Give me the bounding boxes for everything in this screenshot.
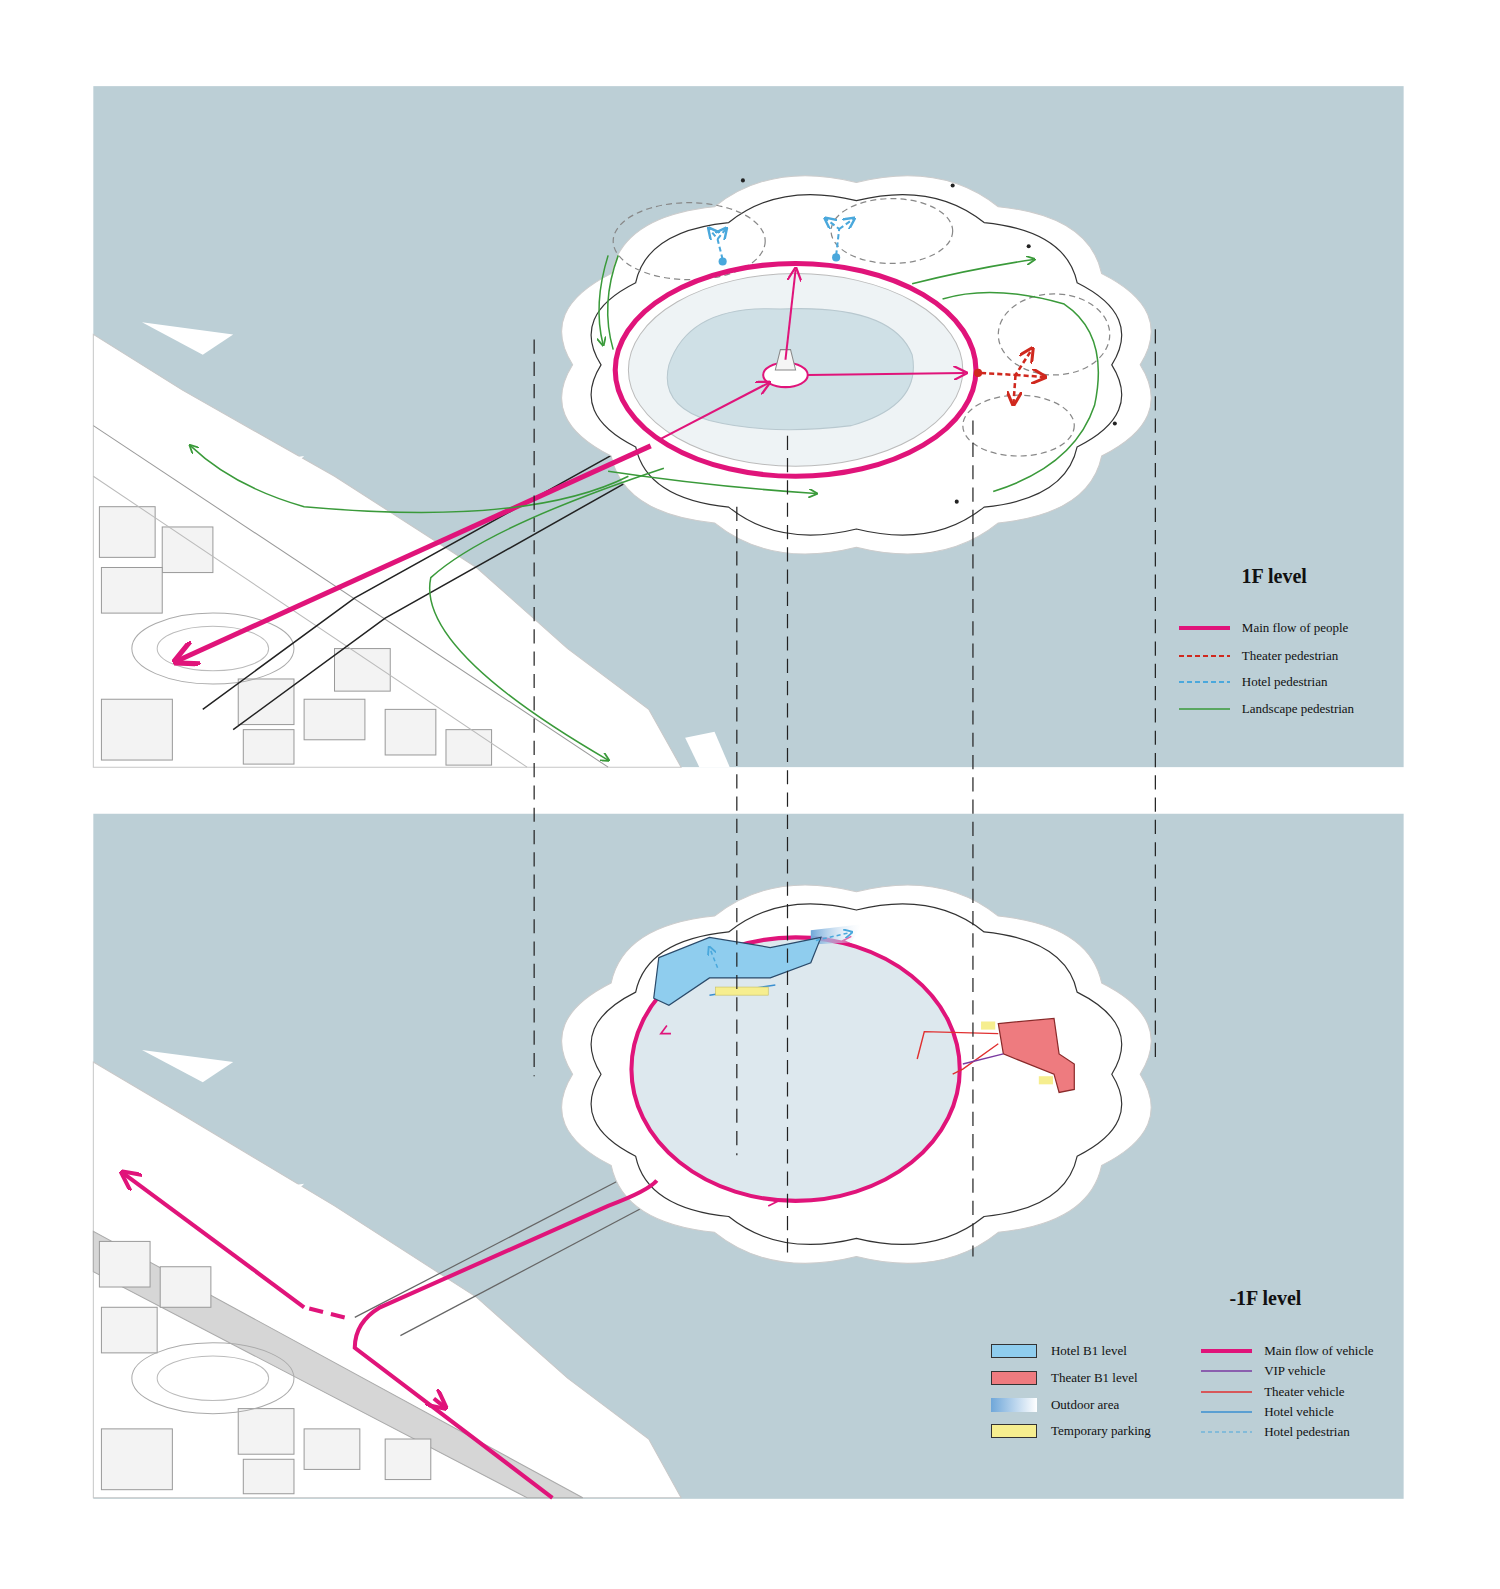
legend-text: Hotel pedestrian: [1264, 1424, 1350, 1440]
legend-text: VIP vehicle: [1264, 1363, 1325, 1379]
legend-text: Main flow of vehicle: [1264, 1343, 1373, 1359]
legend-item: VIP vehicle: [1201, 1362, 1325, 1380]
legend-item: Hotel pedestrian: [1179, 673, 1328, 691]
legend-item: Theater pedestrian: [1179, 647, 1339, 665]
legend-swatch: [991, 1398, 1037, 1412]
legend-item: Main flow of people: [1179, 619, 1349, 637]
legend-item: Outdoor area: [991, 1396, 1119, 1414]
legend-line-sample: [1179, 623, 1230, 633]
legend-swatch: [991, 1424, 1037, 1438]
legend-line-sample: [1179, 651, 1230, 661]
legend-line-sample: [1201, 1407, 1252, 1417]
legend-text: Hotel pedestrian: [1242, 674, 1328, 690]
legend-line-sample: [1201, 1427, 1252, 1437]
legend-line-sample: [1201, 1346, 1252, 1356]
legend-item: Main flow of vehicle: [1201, 1342, 1374, 1360]
legend-text: Temporary parking: [1051, 1423, 1151, 1439]
legend-line-sample: [1201, 1366, 1252, 1376]
legend-swatch: [991, 1344, 1037, 1358]
level-heading: -1F level: [1229, 1287, 1301, 1310]
legend-text: Theater pedestrian: [1242, 648, 1338, 664]
legend-item: Hotel pedestrian: [1201, 1423, 1350, 1441]
legend-text: Hotel B1 level: [1051, 1343, 1127, 1359]
legend-text: Landscape pedestrian: [1242, 701, 1354, 717]
legend-text: Theater B1 level: [1051, 1370, 1138, 1386]
legend-text: Main flow of people: [1242, 620, 1349, 636]
level-heading: 1F level: [1242, 565, 1307, 588]
legend-text: Theater vehicle: [1264, 1384, 1344, 1400]
legend-line-sample: [1179, 677, 1230, 687]
legend-line-sample: [1179, 704, 1230, 714]
legend-item: Hotel B1 level: [991, 1342, 1127, 1360]
legend-item: Temporary parking: [991, 1422, 1151, 1440]
legend-item: Theater vehicle: [1201, 1382, 1345, 1400]
legend-item: Theater B1 level: [991, 1369, 1137, 1387]
legend-item: Landscape pedestrian: [1179, 700, 1354, 718]
legend-swatch: [991, 1371, 1037, 1385]
legend-line-sample: [1201, 1387, 1252, 1397]
legend-text: Outdoor area: [1051, 1397, 1119, 1413]
legend-item: Hotel vehicle: [1201, 1403, 1334, 1421]
legend-text: Hotel vehicle: [1264, 1404, 1334, 1420]
